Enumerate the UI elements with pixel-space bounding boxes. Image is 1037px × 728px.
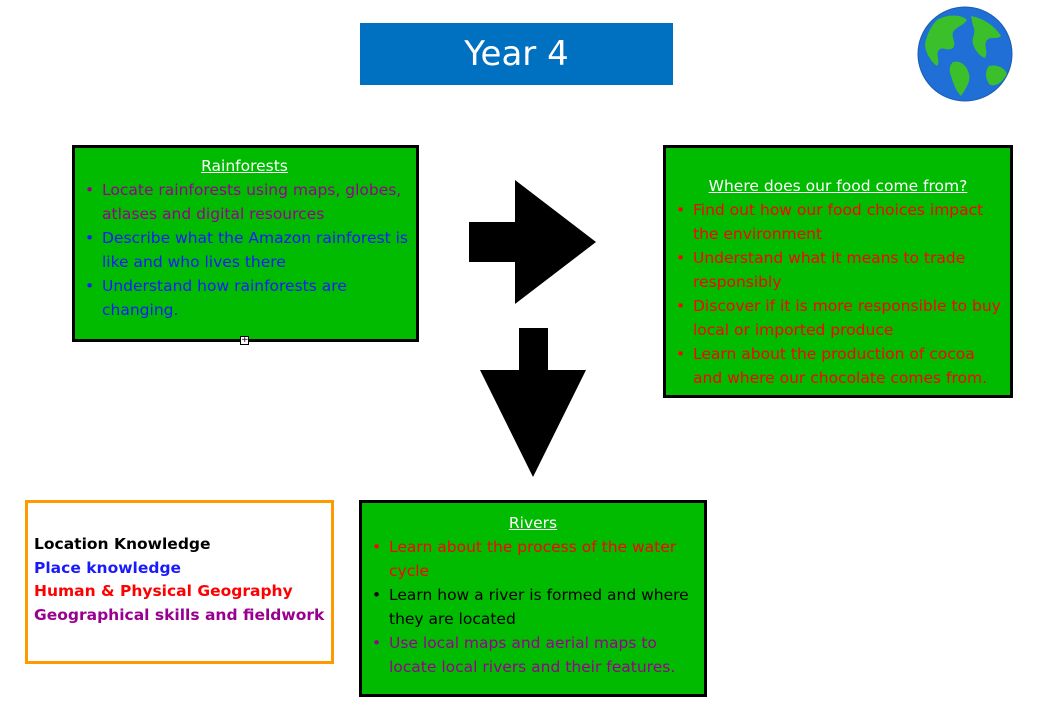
key-location-knowledge: Location Knowledge bbox=[34, 535, 211, 553]
rainforests-heading: Rainforests bbox=[201, 157, 288, 175]
list-item: Learn about the production of cocoa and … bbox=[670, 342, 1006, 390]
food-box: Where does our food come from? Find out … bbox=[663, 145, 1013, 398]
key-geographical-skills: Geographical skills and fieldwork bbox=[34, 605, 325, 624]
list-item: Find out how our food choices impact the… bbox=[670, 198, 1006, 246]
rainforests-box: Rainforests Locate rainforests using map… bbox=[72, 145, 419, 342]
list-item: Learn how a river is formed and where th… bbox=[366, 583, 700, 631]
key-place-knowledge: Place knowledge bbox=[34, 558, 182, 577]
list-item: Describe what the Amazon rainforest is l… bbox=[79, 226, 410, 274]
list-item: Understand how rainforests are changing. bbox=[79, 274, 410, 322]
down-arrow-icon bbox=[480, 328, 586, 477]
list-item: Discover if it is more responsible to bu… bbox=[670, 294, 1006, 342]
list-item: Understand what it means to trade respon… bbox=[670, 246, 1006, 294]
globe-icon bbox=[917, 6, 1013, 102]
rivers-box: Rivers Learn about the process of the wa… bbox=[359, 500, 707, 697]
key-human-physical-geography: Human & Physical Geography bbox=[34, 582, 293, 600]
rivers-list: Learn about the process of the water cyc… bbox=[366, 535, 700, 679]
list-item: Locate rainforests using maps, globes, a… bbox=[79, 178, 410, 226]
list-item: Learn about the process of the water cyc… bbox=[366, 535, 700, 583]
page-title: Year 4 bbox=[360, 23, 673, 85]
food-heading: Where does our food come from? bbox=[708, 177, 968, 195]
rainforests-list: Locate rainforests using maps, globes, a… bbox=[79, 178, 410, 322]
rivers-heading: Rivers bbox=[508, 514, 558, 532]
food-list: Find out how our food choices impact the… bbox=[670, 198, 1006, 390]
resize-handle-icon[interactable]: + bbox=[240, 335, 249, 345]
key-box: Location Knowledge Place knowledge Human… bbox=[25, 500, 334, 664]
right-arrow-icon bbox=[469, 180, 596, 304]
list-item: Use local maps and aerial maps to locate… bbox=[366, 631, 700, 679]
